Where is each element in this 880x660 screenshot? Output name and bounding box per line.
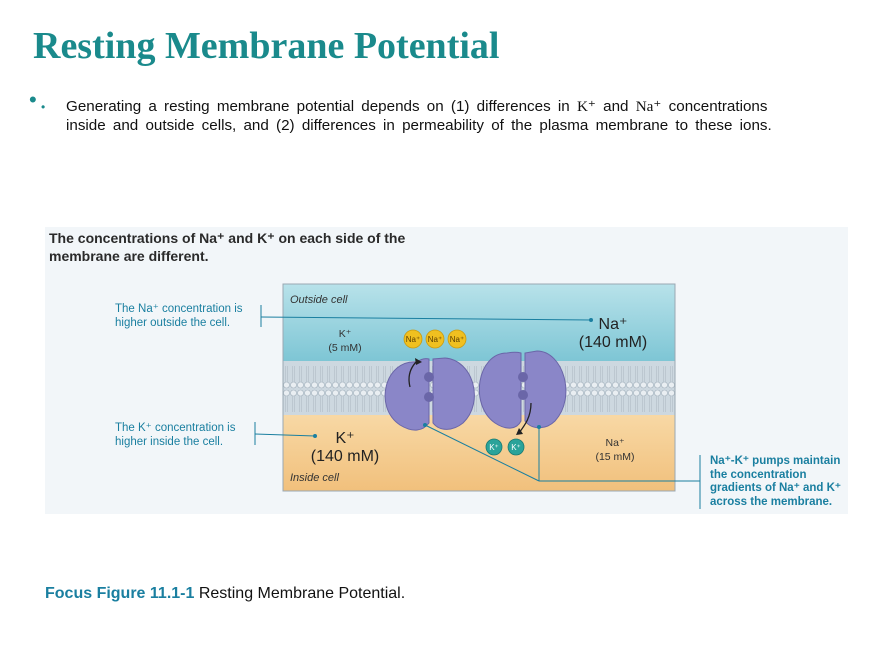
- sodium-potassium-pump-2: [478, 350, 567, 435]
- inside-cell-label: Inside cell: [290, 472, 339, 484]
- k-ion-token-2: K⁺: [507, 438, 525, 456]
- bullet-k-ion: K⁺: [576, 98, 596, 115]
- leader-dot-k: [313, 434, 317, 438]
- k-ion-token-1: K⁺: [485, 438, 503, 456]
- bullet-text-part1: Generating a resting membrane potential …: [66, 98, 577, 115]
- leader-dot-pump1: [423, 423, 427, 427]
- diagram-frame: [282, 283, 676, 492]
- na-outside-ion: Na⁺: [599, 316, 628, 333]
- outside-cell-label: Outside cell: [290, 294, 348, 306]
- bullet-marker: •: [29, 87, 37, 112]
- note-na-concentration: The Na⁺ concentration is higher outside …: [115, 303, 243, 329]
- membrane-diagram: Na⁺ Na⁺ Na⁺ K⁺ K⁺ Outside cell Inside ce…: [254, 283, 701, 509]
- membrane-figure: The concentrations of Na⁺ and K⁺ on each…: [45, 227, 848, 514]
- bullet-na-ion: Na⁺: [635, 98, 662, 115]
- figure-heading: The concentrations of Na⁺ and K⁺ on each…: [49, 229, 449, 265]
- na-outside-concentration: (140 mM): [579, 334, 647, 351]
- bullet-text: Generating a resting membrane potential …: [66, 97, 796, 135]
- slide-title: Resting Membrane Potential: [33, 25, 500, 67]
- na-ion-token-3: Na⁺: [447, 329, 467, 349]
- bullet-text-part2: and: [595, 98, 636, 115]
- bullet-marker-small: •: [41, 100, 46, 114]
- k-inside-concentration: (140 mM): [311, 448, 379, 465]
- leader-dot-na: [589, 318, 593, 322]
- na-ion-token-1: Na⁺: [403, 329, 423, 349]
- note-pump: Na⁺-K⁺ pumps maintain the concentration …: [710, 455, 841, 508]
- annotation-leader-lines: [254, 305, 701, 509]
- svg-text:Na⁺: Na⁺: [406, 335, 420, 344]
- k-inside-ion: K⁺: [335, 430, 354, 447]
- svg-text:K⁺: K⁺: [511, 443, 521, 452]
- na-ion-token-2: Na⁺: [425, 329, 445, 349]
- bullet-text-part3: concentrations inside and outside cells,…: [66, 98, 772, 134]
- figure-heading-line2: membrane are different.: [49, 248, 209, 264]
- note-k-concentration: The K⁺ concentration is higher inside th…: [115, 422, 236, 448]
- figure-caption: Focus Figure 11.1-1 Resting Membrane Pot…: [45, 585, 405, 603]
- figure-heading-line1: The concentrations of Na⁺ and K⁺ on each…: [49, 230, 406, 246]
- k-outside-concentration: (5 mM): [328, 342, 361, 354]
- outside-fluid: [283, 284, 675, 374]
- na-inside-concentration: (15 mM): [595, 451, 634, 463]
- caption-label: Focus Figure 11.1-1: [45, 585, 195, 602]
- caption-text: Resting Membrane Potential.: [194, 585, 406, 602]
- leader-dot-pump2: [537, 425, 541, 429]
- svg-text:Na⁺: Na⁺: [450, 335, 464, 344]
- sodium-potassium-pump-1: [384, 357, 475, 431]
- svg-text:Na⁺: Na⁺: [428, 335, 442, 344]
- na-inside-ion: Na⁺: [606, 437, 625, 449]
- k-outside-ion: K⁺: [339, 328, 352, 340]
- svg-text:K⁺: K⁺: [489, 443, 499, 452]
